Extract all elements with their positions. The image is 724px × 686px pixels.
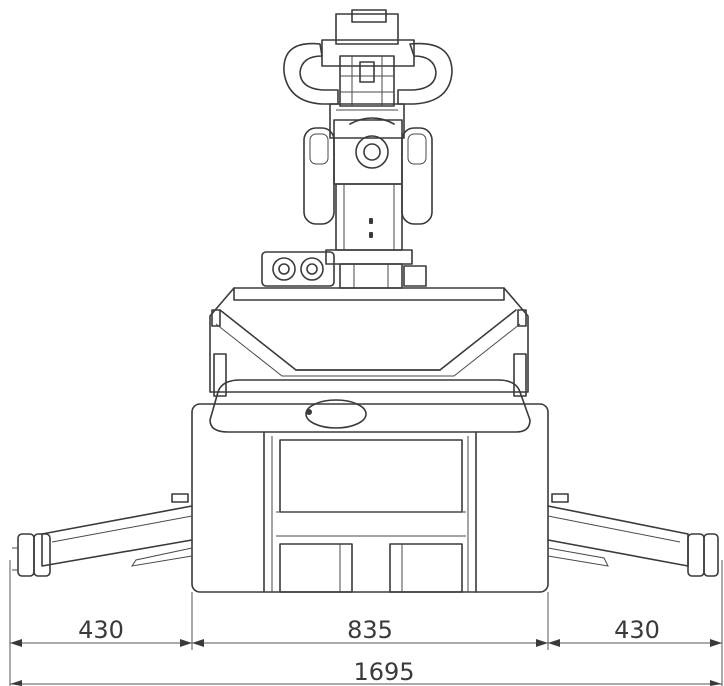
left-outrigger (12, 493, 193, 577)
dimension-lines (9, 560, 723, 686)
dimension-body-width: 835 (347, 616, 393, 644)
dimension-overall-width: 1695 (353, 658, 414, 686)
chassis-body (191, 403, 549, 593)
tiller-handle (261, 9, 453, 289)
dimension-left-outrigger: 430 (78, 616, 124, 644)
main-cover (209, 287, 531, 433)
right-outrigger (547, 493, 719, 577)
dimension-right-outrigger: 430 (614, 616, 660, 644)
